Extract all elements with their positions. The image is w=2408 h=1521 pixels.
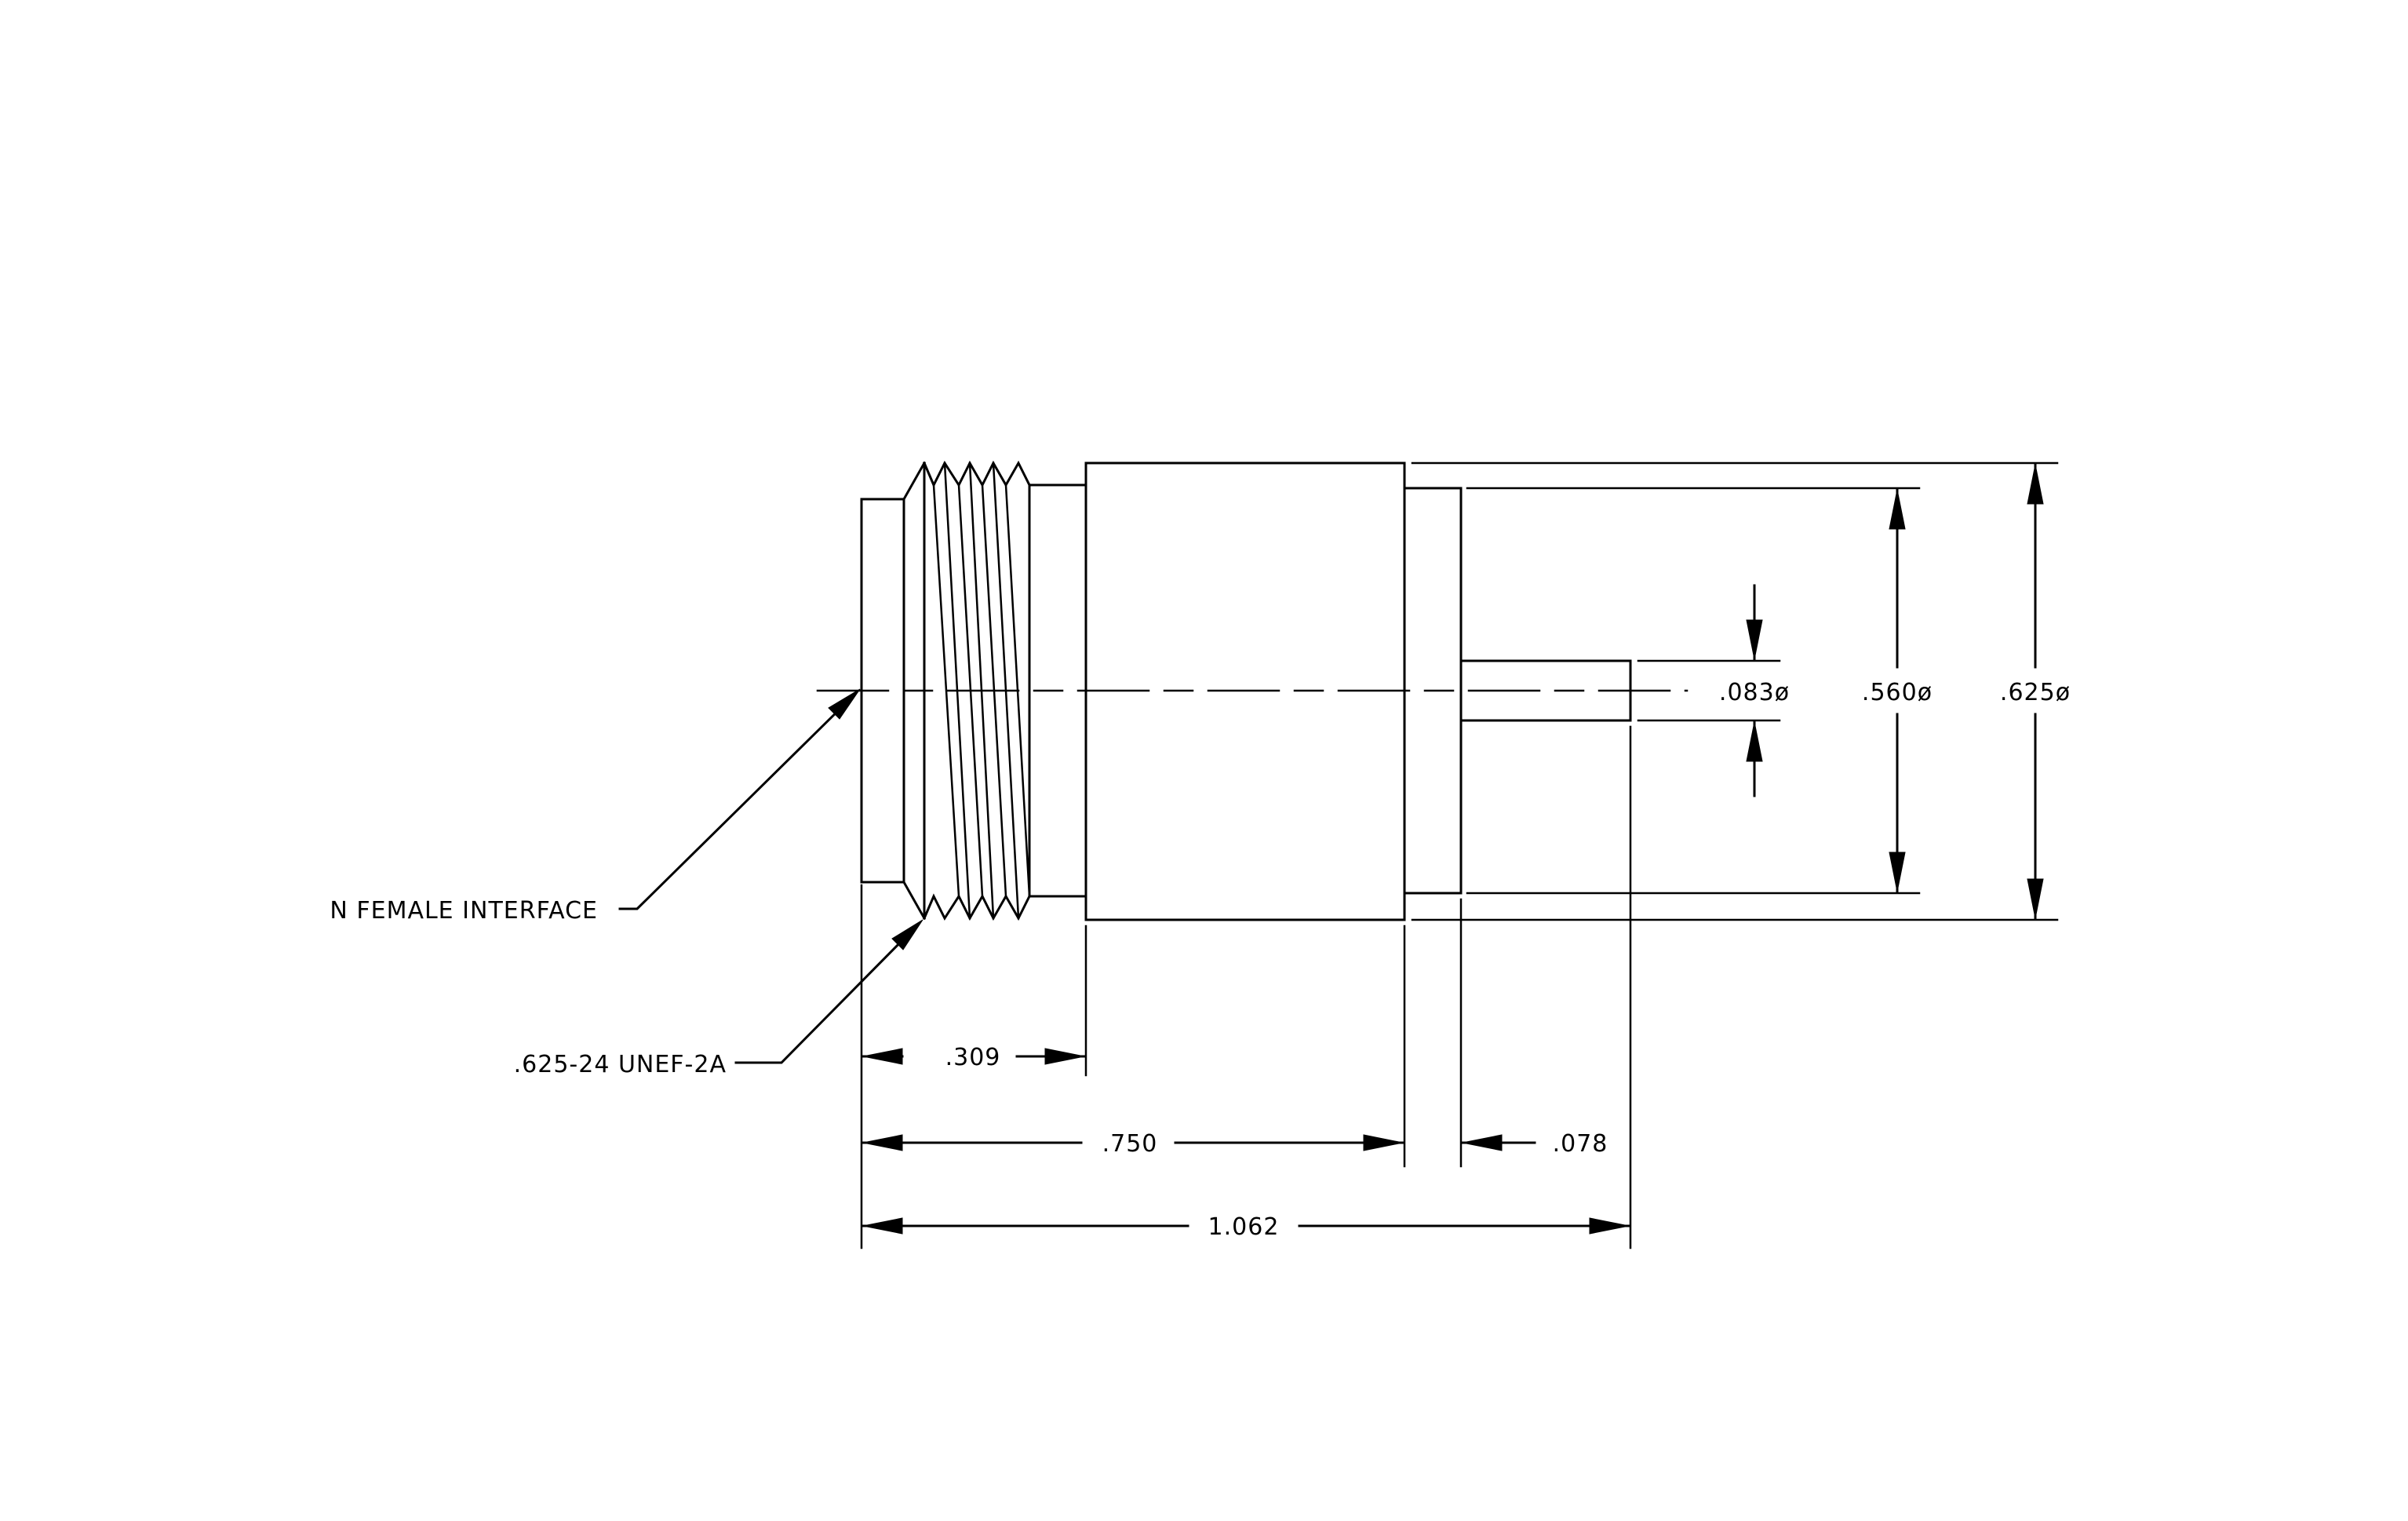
arrowhead (828, 688, 861, 720)
callout-label-interface: N FEMALE INTERFACE (330, 897, 598, 925)
callout-label-thread: .625-24 UNEF-2A (514, 1051, 727, 1078)
leader-line (734, 930, 913, 1064)
dim-body-length: .750 (862, 1130, 1404, 1158)
thread-crest-top (923, 460, 1032, 488)
arrowhead (862, 1217, 903, 1235)
thread-helix-1 (932, 483, 960, 898)
arrowhead (2027, 464, 2044, 505)
arrowhead (2027, 878, 2044, 919)
arrowhead (862, 1134, 903, 1151)
dim-overall-length: 1.062 (862, 1213, 1630, 1241)
arrowhead (1889, 852, 1906, 892)
dim-label-pin-diameter: .083ø (1719, 679, 1790, 706)
arrowhead (1462, 1134, 1503, 1151)
dim-pin-diameter: .083ø (1719, 584, 1790, 797)
dim-label-flange-diameter: .560ø (1862, 679, 1933, 706)
dim-label-body-diameter: .625ø (2000, 679, 2071, 706)
dim-flange-thickness: .078 (1461, 1130, 1608, 1158)
callout-thread: .625-24 UNEF-2A (514, 919, 923, 1078)
dim-label-overall-length: 1.062 (1208, 1213, 1280, 1241)
callout-interface: N FEMALE INTERFACE (330, 688, 861, 925)
extension-lines (860, 461, 2059, 1249)
arrowhead (891, 919, 923, 950)
arrowhead (862, 1048, 903, 1065)
arrowhead (1044, 1048, 1085, 1065)
arrowhead (1746, 619, 1763, 660)
front-chamfer-bottom (902, 880, 927, 921)
dim-thread-length: .309 (862, 1044, 1086, 1071)
arrowhead (1889, 489, 1906, 530)
dim-label-thread-length: .309 (945, 1044, 1001, 1071)
arrowhead (1746, 721, 1763, 762)
dim-label-flange-thickness: .078 (1553, 1130, 1608, 1158)
dim-label-body-length: .750 (1102, 1130, 1158, 1158)
arrowhead (1589, 1217, 1630, 1235)
front-chamfer-top (902, 461, 927, 502)
arrowhead (1363, 1134, 1404, 1151)
dim-flange-diameter: .560ø (1862, 488, 1933, 893)
thread-crest-bottom (923, 893, 1032, 921)
leader-line (618, 698, 851, 910)
dim-body-diameter: .625ø (2000, 463, 2071, 920)
